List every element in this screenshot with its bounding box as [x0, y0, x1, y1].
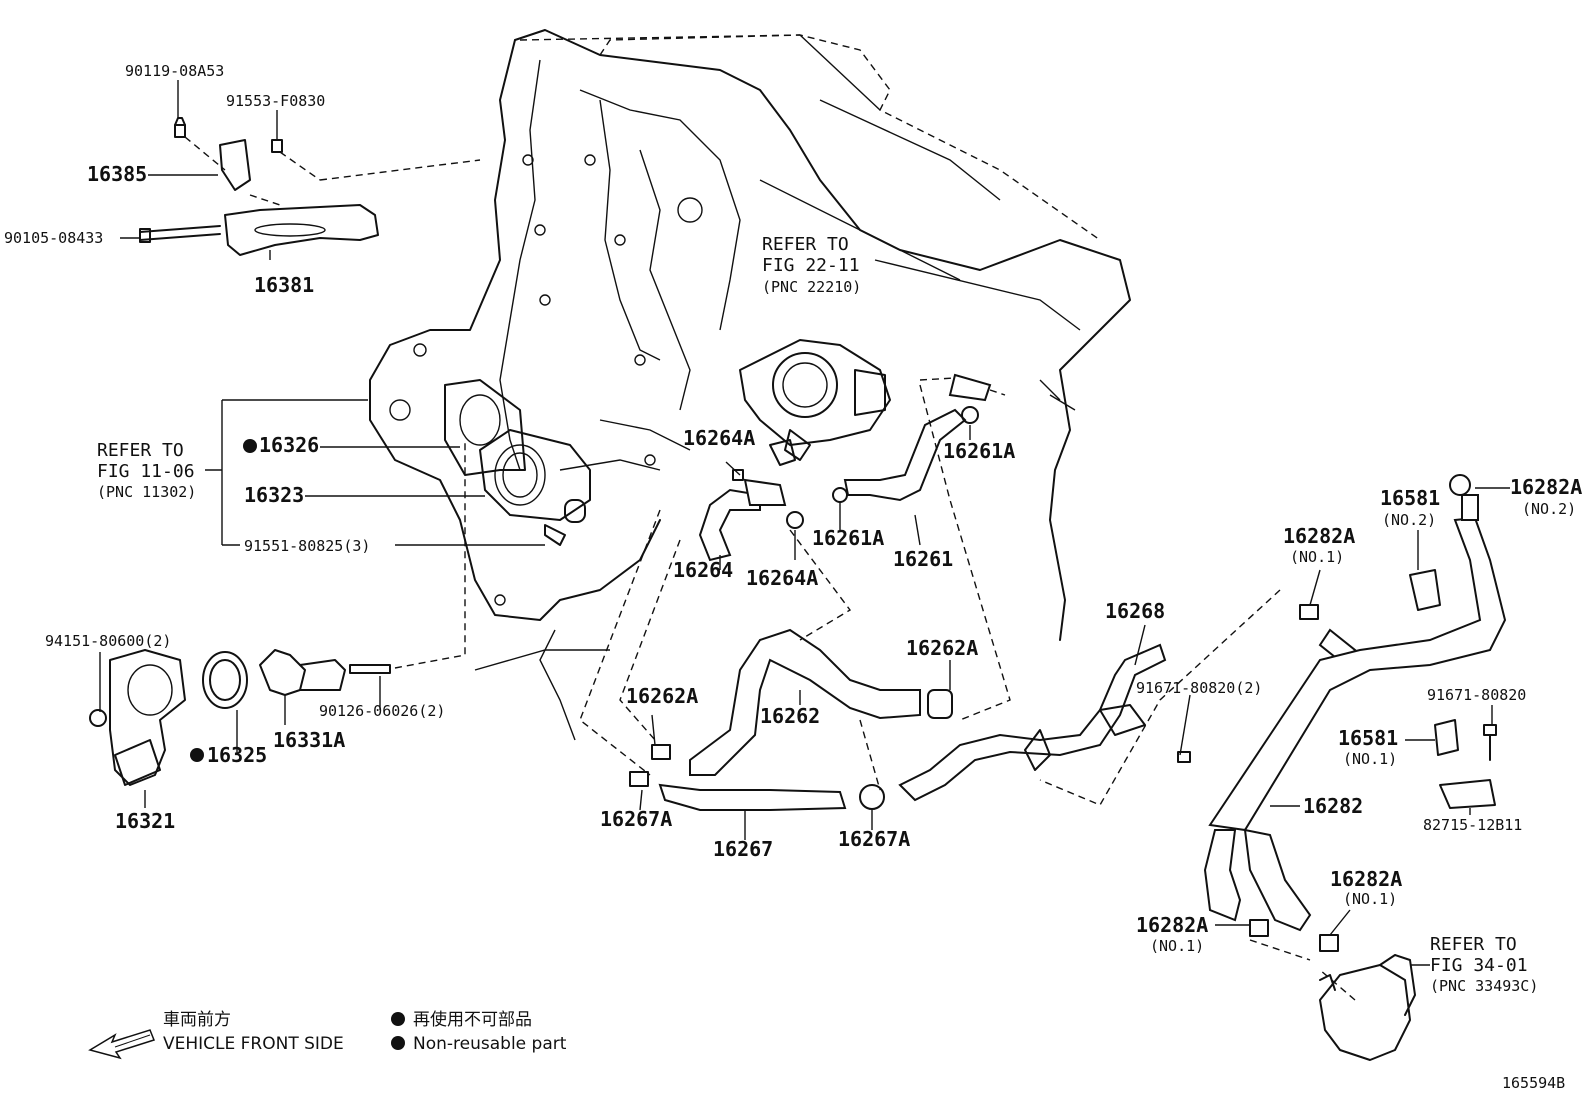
label-90105-08433: 90105-08433	[4, 229, 103, 247]
non-reusable-bullet-16326	[243, 439, 257, 453]
label-refer-fig-11-06-line2: FIG 11-06	[97, 461, 195, 482]
label-16321: 16321	[115, 809, 175, 833]
water-inlet-housing	[444, 379, 591, 546]
label-91671-80820-2: 91671-80820(2)	[1136, 679, 1262, 697]
legend-non-reusable-jp: 再使用不可部品	[413, 1009, 532, 1030]
label-16262A-right: 16262A	[906, 636, 978, 660]
label-no1-low: (NO.1)	[1150, 937, 1204, 955]
label-91551-80825: 91551-80825(3)	[244, 537, 370, 555]
figure-id: 165594B	[1502, 1074, 1565, 1092]
label-16325: 16325	[207, 743, 267, 767]
label-refer-fig-22-11-line3: (PNC 22210)	[762, 278, 861, 296]
bracket-assembly	[139, 117, 481, 256]
label-16267: 16267	[713, 837, 773, 861]
label-16282A-no1-top: 16282A	[1283, 524, 1355, 548]
legend-vehicle-front-en: VEHICLE FRONT SIDE	[163, 1034, 344, 1054]
thermostat-parts	[89, 440, 466, 786]
label-refer-fig-11-06-line3: (PNC 11302)	[97, 483, 196, 501]
label-16326: 16326	[259, 433, 319, 457]
label-16581-no2: 16581	[1380, 486, 1440, 510]
label-no2-right: (NO.2)	[1522, 500, 1576, 518]
label-16282: 16282	[1303, 794, 1363, 818]
label-refer-fig-34-01-line2: FIG 34-01	[1430, 955, 1528, 976]
hose-16264	[698, 469, 804, 562]
label-82715-12B11: 82715-12B11	[1423, 816, 1522, 834]
label-refer-fig-34-01-line3: (PNC 33493C)	[1430, 977, 1538, 995]
label-16261A-left: 16261A	[812, 526, 884, 550]
label-94151-80600: 94151-80600(2)	[45, 632, 171, 650]
engine-timing-cover	[369, 29, 1131, 741]
label-16282A-no1-low: 16282A	[1136, 913, 1208, 937]
label-16261: 16261	[893, 547, 953, 571]
label-16262: 16262	[760, 704, 820, 728]
label-91553-F0830: 91553-F0830	[226, 92, 325, 110]
label-16264A-top: 16264A	[683, 426, 755, 450]
legend-vehicle-front-jp: 車両前方	[163, 1010, 231, 1030]
legend-non-reusable-en: Non-reusable part	[413, 1034, 567, 1054]
label-16261A-right: 16261A	[943, 439, 1015, 463]
label-16331A: 16331A	[273, 728, 345, 752]
non-reusable-bullet-16325	[190, 748, 204, 762]
label-16264: 16264	[673, 558, 733, 582]
label-16267A-right: 16267A	[838, 827, 910, 851]
hose-16282	[1203, 474, 1507, 952]
label-90119-08A53: 90119-08A53	[125, 62, 224, 80]
label-16268: 16268	[1105, 599, 1165, 623]
legend-bullet-icon-2	[391, 1036, 405, 1050]
label-refer-fig-22-11-line2: FIG 22-11	[762, 255, 860, 276]
pipe-clamps	[1177, 569, 1497, 809]
egr-cooler	[1319, 954, 1416, 1061]
throttle-body	[739, 339, 891, 466]
label-16282A-no2: 16282A	[1510, 475, 1582, 499]
label-16267A-left: 16267A	[600, 807, 672, 831]
legend: 車両前方 VEHICLE FRONT SIDE 再使用不可部品 Non-reus…	[88, 1009, 567, 1060]
hose-16267	[629, 771, 885, 811]
label-no2-left: (NO.2)	[1382, 511, 1436, 529]
label-16264A-bottom: 16264A	[746, 566, 818, 590]
part-labels: 90119-08A53 91553-F0830 16385 90105-0843…	[4, 62, 1582, 995]
vehicle-front-arrow-icon	[88, 1029, 155, 1060]
label-91671-80820: 91671-80820	[1427, 686, 1526, 704]
label-16262A-left: 16262A	[626, 684, 698, 708]
label-no1-top: (NO.1)	[1290, 548, 1344, 566]
hose-16262	[651, 628, 953, 776]
dashed-guides	[579, 384, 1356, 1001]
label-no1-mid: (NO.1)	[1343, 890, 1397, 908]
label-16385: 16385	[87, 162, 147, 186]
label-16381: 16381	[254, 273, 314, 297]
leader-lines	[99, 80, 1510, 966]
label-refer-fig-22-11-line1: REFER TO	[762, 234, 849, 255]
label-90126-06026: 90126-06026(2)	[319, 702, 445, 720]
hose-16261	[832, 373, 1006, 503]
label-16581-no1: 16581	[1338, 726, 1398, 750]
label-refer-fig-11-06-line1: REFER TO	[97, 440, 184, 461]
label-no1-16581: (NO.1)	[1343, 750, 1397, 768]
label-16323: 16323	[244, 483, 304, 507]
label-16282A-no1-mid: 16282A	[1330, 867, 1402, 891]
legend-bullet-icon-1	[391, 1012, 405, 1026]
hose-16268	[898, 643, 1167, 802]
label-refer-fig-34-01-line1: REFER TO	[1430, 934, 1517, 955]
